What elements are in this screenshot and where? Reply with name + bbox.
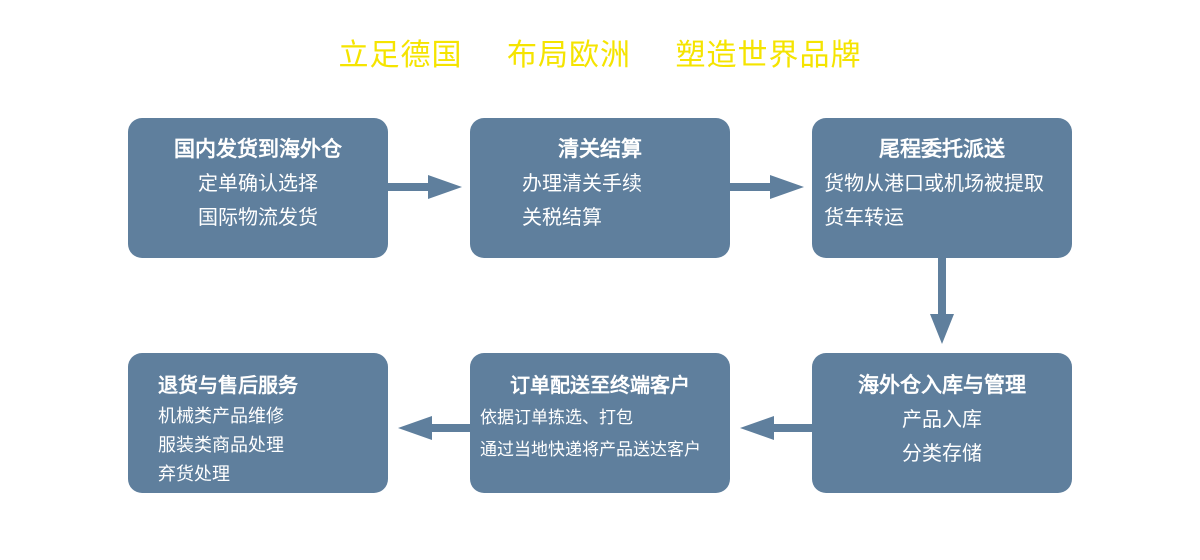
step-detail: 分类存储 — [902, 441, 982, 465]
step-title: 尾程委托派送 — [879, 137, 1005, 161]
step-title: 国内发货到海外仓 — [174, 137, 342, 161]
step-title: 清关结算 — [558, 137, 642, 161]
step-title: 海外仓入库与管理 — [858, 373, 1026, 397]
step-detail: 货车转运 — [824, 205, 904, 229]
step-box-last-mile-delivery: 尾程委托派送 货物从港口或机场被提取 货车转运 — [812, 118, 1072, 258]
arrow-step1-to-step2 — [388, 175, 462, 199]
slogan-part: 布局欧洲 — [507, 38, 631, 73]
slogan-part: 立足德国 — [338, 38, 463, 73]
step-detail: 产品入库 — [902, 407, 982, 431]
step-detail: 弃货处理 — [158, 464, 230, 485]
step-box-customs-clearance: 清关结算 办理清关手续 关税结算 — [470, 118, 730, 258]
step-detail: 机械类产品维修 — [158, 406, 284, 427]
step-box-domestic-shipping: 国内发货到海外仓 定单确认选择 国际物流发货 — [128, 118, 388, 258]
step-detail: 服装类商品处理 — [158, 435, 284, 456]
arrow-step5-to-step6 — [398, 416, 470, 440]
slogan: 立足德国 布局欧洲 塑造世界品牌 — [0, 30, 1200, 74]
arrow-step4-to-step5 — [740, 416, 812, 440]
step-box-order-delivery: 订单配送至终端客户 依据订单拣选、打包 通过当地快递将产品送达客户 — [470, 353, 730, 493]
step-detail: 国际物流发货 — [198, 205, 318, 229]
step-detail: 依据订单拣选、打包 — [480, 408, 633, 428]
step-box-returns-after-sales: 退货与售后服务 机械类产品维修 服装类商品处理 弃货处理 — [128, 353, 388, 493]
step-detail: 关税结算 — [522, 205, 602, 229]
step-detail: 货物从港口或机场被提取 — [824, 171, 1044, 195]
step-box-warehouse-inbound: 海外仓入库与管理 产品入库 分类存储 — [812, 353, 1072, 493]
arrow-step3-to-step4 — [930, 256, 954, 344]
step-detail: 通过当地快递将产品送达客户 — [480, 440, 701, 460]
step-detail: 定单确认选择 — [198, 171, 318, 195]
slogan-part: 塑造世界品牌 — [675, 38, 862, 73]
arrow-step2-to-step3 — [730, 175, 804, 199]
step-title: 退货与售后服务 — [158, 373, 298, 397]
step-title: 订单配送至终端客户 — [510, 373, 690, 397]
step-detail: 办理清关手续 — [522, 171, 642, 195]
